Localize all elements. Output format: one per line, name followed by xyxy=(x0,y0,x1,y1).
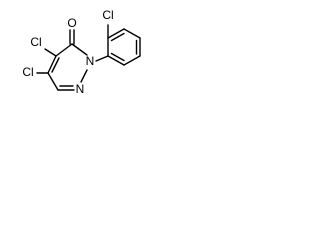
bond-c4-cl xyxy=(44,48,57,57)
bond-ph-5-6 xyxy=(123,55,141,66)
bonds xyxy=(36,24,141,91)
n2-label: N xyxy=(86,54,95,68)
cl-c4-label: Cl xyxy=(30,35,41,49)
bond-n2-n1 xyxy=(80,69,88,83)
bond-c5-c4 xyxy=(47,55,57,74)
atom-labels: Cl O Cl N Cl N xyxy=(22,8,113,96)
bond-ph-inner-a xyxy=(110,32,125,42)
bond-ph-6-1 xyxy=(107,55,125,66)
bond-ph-3-4 xyxy=(123,28,141,39)
bond-c4-c3 xyxy=(55,43,73,57)
bond-ph-2-3 xyxy=(107,28,125,39)
oxygen-label: O xyxy=(67,16,76,30)
structure-drawing: Cl O Cl N Cl N xyxy=(22,8,141,96)
bond-c3-n2 xyxy=(71,43,88,56)
bond-ph-inner-c xyxy=(110,52,125,62)
cl-c5-label: Cl xyxy=(22,65,33,79)
bond-c5-c4-inner xyxy=(51,57,60,73)
bond-n2-phenyl xyxy=(95,55,109,62)
bond-c6-c5 xyxy=(47,72,59,91)
n1-label: N xyxy=(76,82,85,96)
cl-ortho-label: Cl xyxy=(102,8,113,22)
